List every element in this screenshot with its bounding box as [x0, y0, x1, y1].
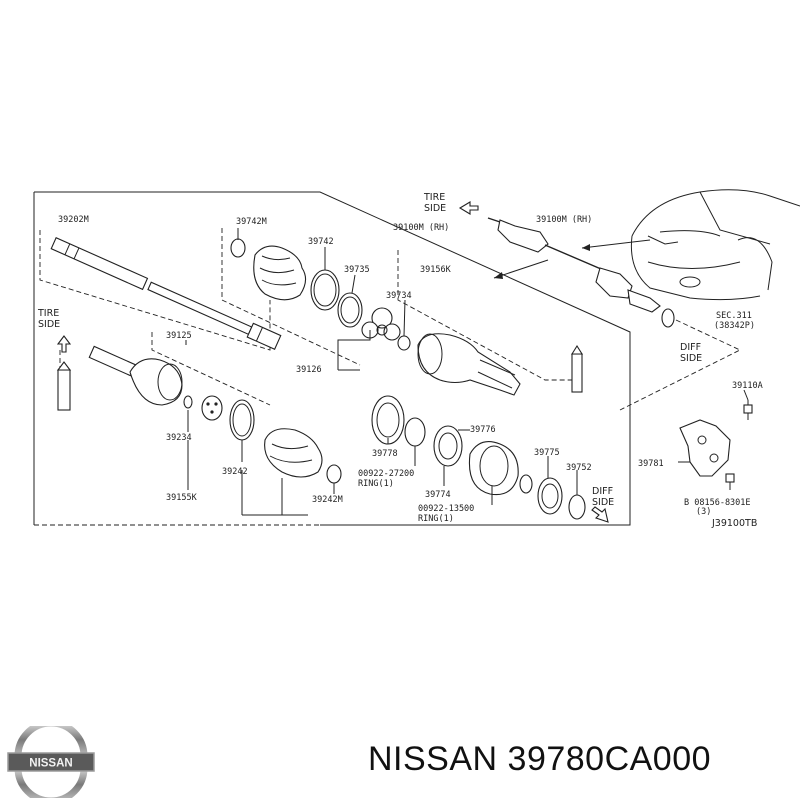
pointer-arrows: [56, 239, 651, 411]
diff-side-label-bottom: DIFF: [592, 486, 613, 497]
label-39125: 39125: [166, 331, 192, 341]
bolt-qty: (3): [696, 507, 711, 517]
tire-side-label-top-2: SIDE: [424, 203, 446, 214]
bearing-group: [371, 395, 586, 520]
sec311-label: SEC.311: [716, 311, 752, 321]
label-39735: 39735: [344, 265, 370, 275]
ring2-text: RING(1): [418, 514, 454, 524]
nissan-logo: NISSAN: [7, 726, 95, 798]
product-title: NISSAN 39780CA000: [368, 740, 712, 778]
ring1-number: 00922-27200: [358, 469, 414, 479]
label-39242m: 39242M: [312, 495, 343, 505]
label-39242: 39242: [222, 467, 248, 477]
label-39781: 39781: [638, 459, 664, 469]
label-39202m: 39202M: [58, 215, 89, 225]
label-39775: 39775: [534, 448, 560, 458]
shaft-39202m: [39, 230, 282, 351]
diff-side-label-right: DIFF: [680, 342, 701, 353]
label-39742: 39742: [308, 237, 334, 247]
label-39110a: 39110A: [732, 381, 763, 391]
label-39778: 39778: [372, 449, 398, 459]
tripod-39734: [361, 307, 411, 351]
leader-lines: [185, 228, 578, 516]
driveshaft-39100m: [487, 217, 742, 411]
label-39752: 39752: [566, 463, 592, 473]
diagram-code: J39100TB: [711, 518, 757, 529]
label-39155k: 39155K: [166, 493, 198, 503]
label-39234: 39234: [166, 433, 192, 443]
label-39776: 39776: [470, 425, 496, 435]
svg-text:NISSAN: NISSAN: [29, 758, 72, 770]
inner-boot-group: [221, 228, 363, 366]
label-39126: 39126: [296, 365, 322, 375]
label-39774: 39774: [425, 490, 451, 500]
sec311-sub-label: (38342P): [714, 321, 755, 331]
tire-side-arrow-top: [458, 201, 479, 215]
exploded-view-frame: [33, 191, 631, 526]
bolt-label: B 08156-8301E: [684, 498, 751, 508]
housing-39156k: [397, 250, 583, 396]
brand-footer: NISSAN NISSAN 39780CA000: [0, 718, 800, 800]
ring1-text: RING(1): [358, 479, 394, 489]
car-front-sketch: [630, 189, 800, 301]
diff-side-label-right-2: SIDE: [680, 353, 702, 364]
ring2-number: 00922-13500: [418, 504, 474, 514]
diff-side-arrow-bottom: [591, 506, 609, 523]
tire-side-label-left: TIRE: [37, 308, 59, 319]
diff-side-label-bottom-2: SIDE: [592, 497, 614, 508]
part-labels: 39202M 39742M 39742 39735 39734 39156K 3…: [37, 192, 763, 529]
tire-side-label-left-2: SIDE: [38, 319, 60, 330]
outer-cv-39125: [88, 332, 271, 421]
label-39100m-inner: 39100M (RH): [393, 223, 449, 233]
label-39742m: 39742M: [236, 217, 267, 227]
tire-side-label-top: TIRE: [423, 192, 445, 203]
tire-side-arrow-left: [56, 335, 72, 353]
label-39734: 39734: [386, 291, 412, 301]
label-39100m-car: 39100M (RH): [536, 215, 592, 225]
outer-boot-group: [229, 399, 342, 484]
bracket-39781: [678, 389, 753, 490]
label-39156k-top: 39156K: [420, 265, 452, 275]
